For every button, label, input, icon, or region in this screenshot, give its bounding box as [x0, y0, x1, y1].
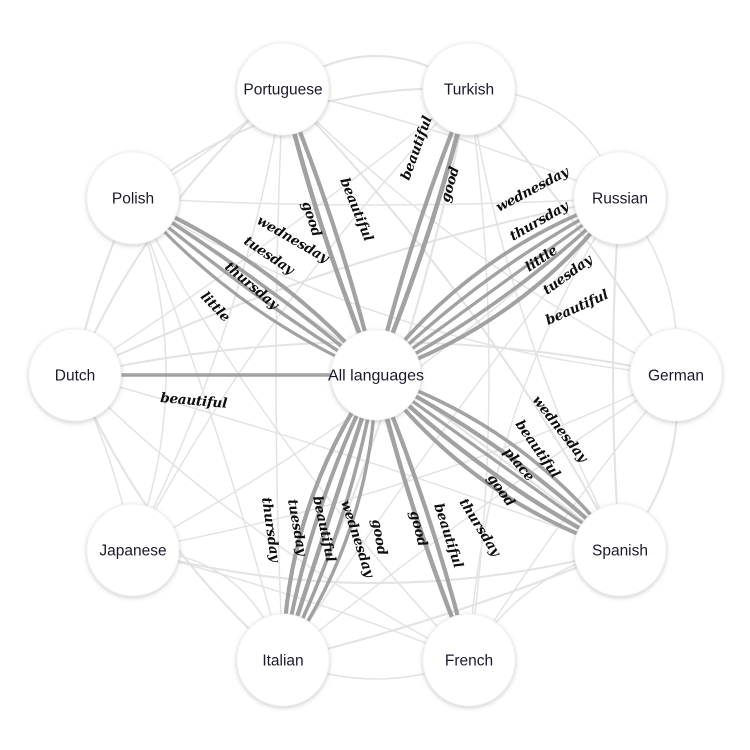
- node-label-polish: Polish: [112, 191, 154, 208]
- node-circle-portuguese[interactable]: [236, 42, 330, 136]
- edge-label-dutch-beautiful: beautiful: [160, 390, 228, 412]
- node-polish[interactable]: Polish: [86, 151, 180, 245]
- node-russian[interactable]: Russian: [573, 151, 667, 245]
- node-japanese[interactable]: Japanese: [86, 503, 180, 597]
- node-circle-japanese[interactable]: [86, 503, 180, 597]
- node-label-french: French: [445, 653, 493, 670]
- node-italian[interactable]: Italian: [236, 613, 330, 707]
- node-label-japanese: Japanese: [99, 543, 166, 560]
- node-circle-all[interactable]: [330, 329, 422, 421]
- background-edge: [468, 88, 621, 551]
- node-circle-french[interactable]: [422, 613, 516, 707]
- background-edge: [74, 88, 470, 376]
- edge-label-italian-thursday: thursday: [258, 496, 283, 564]
- node-circle-dutch[interactable]: [28, 328, 122, 422]
- background-edge: [132, 88, 284, 551]
- node-circle-italian[interactable]: [236, 613, 330, 707]
- node-dutch[interactable]: Dutch: [28, 328, 122, 422]
- node-portuguese[interactable]: Portuguese: [236, 42, 330, 136]
- node-circle-russian[interactable]: [573, 151, 667, 245]
- background-edge: [132, 88, 470, 551]
- node-turkish[interactable]: Turkish: [422, 42, 516, 136]
- node-spanish[interactable]: Spanish: [573, 503, 667, 597]
- node-label-italian: Italian: [262, 653, 303, 670]
- node-circle-turkish[interactable]: [422, 42, 516, 136]
- background-edge: [131, 548, 622, 584]
- background-edge: [282, 88, 677, 376]
- node-circle-spanish[interactable]: [573, 503, 667, 597]
- node-circle-polish[interactable]: [86, 151, 180, 245]
- background-edge: [73, 196, 622, 377]
- node-all[interactable]: All languages: [328, 329, 424, 421]
- node-german[interactable]: German: [629, 328, 723, 422]
- background-edge: [468, 197, 621, 661]
- edge-label-turkish-beautiful: beautiful: [398, 114, 436, 182]
- background-edge: [611, 196, 622, 552]
- background-edge: [132, 197, 284, 661]
- background-edge: [282, 88, 621, 199]
- background-edge: [281, 548, 622, 662]
- node-label-dutch: Dutch: [55, 368, 96, 385]
- edge-label-italian-good: good: [368, 518, 390, 557]
- node-label-portuguese: Portuguese: [243, 82, 322, 99]
- background-edge: [468, 88, 490, 661]
- background-edge: [282, 374, 677, 661]
- node-french[interactable]: French: [422, 613, 516, 707]
- background-edge: [132, 197, 677, 376]
- background-edge: [132, 197, 621, 206]
- edge-label-turkish-good: good: [437, 164, 463, 204]
- node-circle-german[interactable]: [629, 328, 723, 422]
- background-edge: [132, 197, 470, 661]
- node-label-turkish: Turkish: [444, 82, 494, 99]
- node-label-spanish: Spanish: [592, 543, 648, 560]
- node-label-all: All languages: [328, 368, 424, 385]
- background-edge: [132, 374, 677, 551]
- edge-label-italian-tuesday: tuesday: [284, 498, 310, 558]
- node-label-russian: Russian: [592, 191, 648, 208]
- background-edge: [74, 374, 470, 661]
- edge-label-spanish-good: good: [484, 471, 519, 510]
- node-label-german: German: [648, 368, 704, 385]
